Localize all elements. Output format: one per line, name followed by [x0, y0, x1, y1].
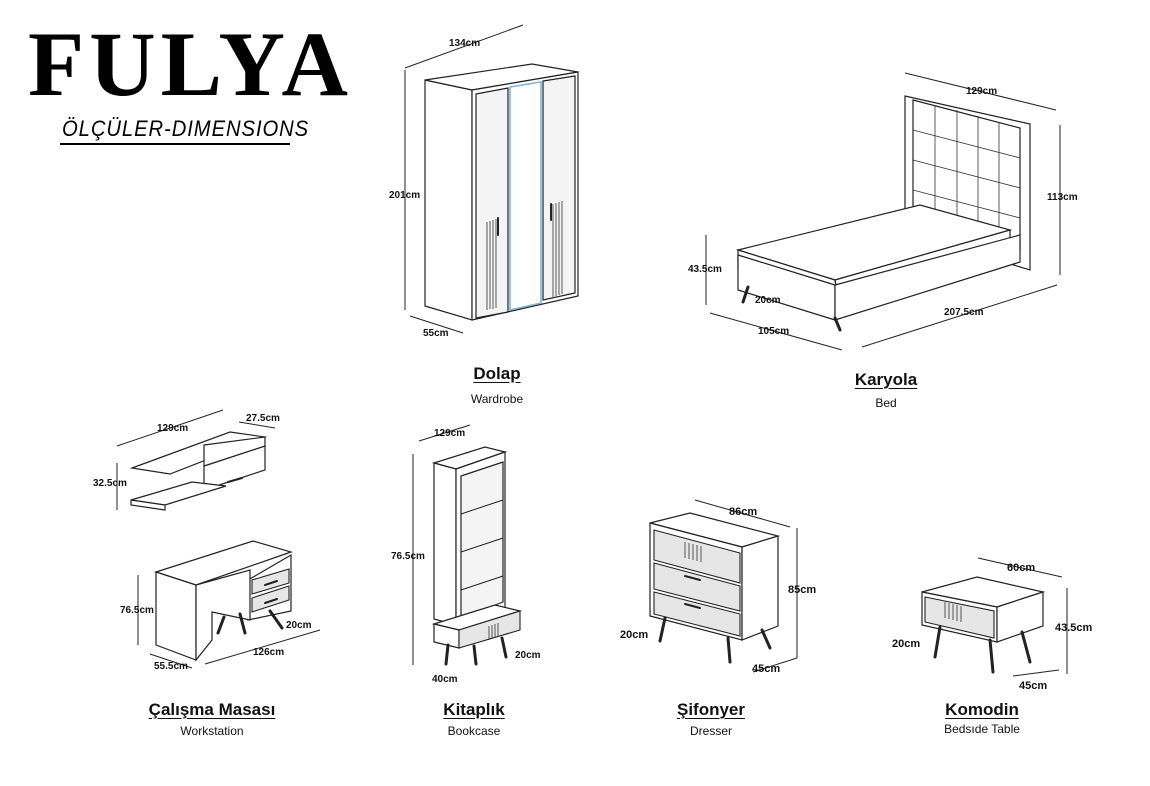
- bookcase-leg-height: 20cm: [515, 650, 541, 661]
- dresser-drawing: [649, 499, 798, 673]
- workstation-description: Workstation: [180, 724, 244, 738]
- dresser-leg-height: 20cm: [620, 629, 649, 641]
- bookcase-description: Bookcase: [447, 724, 501, 738]
- bed-drawing: [705, 72, 1061, 351]
- workstation-shelf-width: 129cm: [157, 423, 189, 434]
- nightstand-depth: 45cm: [1019, 680, 1048, 692]
- dresser-height: 85cm: [788, 584, 817, 596]
- wardrobe-depth: 55cm: [423, 328, 449, 339]
- nightstand-name: Komodin: [945, 700, 1019, 719]
- bed-depth: 105cm: [758, 326, 790, 337]
- wardrobe-name: Dolap: [473, 364, 521, 383]
- workstation-shelf-height: 32.5cm: [93, 478, 127, 489]
- subtitle-underline: [60, 143, 290, 145]
- bed-frame-height: 43.5cm: [688, 264, 722, 275]
- nightstand-description: Bedsıde Table: [944, 722, 1020, 736]
- bed-name: Karyola: [854, 370, 918, 389]
- dresser-depth: 45cm: [752, 663, 781, 675]
- bookcase-drawing: [412, 424, 523, 666]
- desk-drawing: [137, 540, 321, 669]
- dresser-width: 86cm: [729, 506, 758, 518]
- wardrobe-description: Wardrobe: [470, 392, 524, 406]
- dresser-name: Şifonyer: [676, 700, 746, 719]
- bookcase-name: Kitaplık: [443, 700, 505, 719]
- nightstand-height: 43.5cm: [1055, 622, 1093, 634]
- wardrobe-width: 134cm: [449, 38, 481, 49]
- bed-leg-height: 20cm: [755, 295, 781, 306]
- nightstand-leg-height: 20cm: [892, 638, 921, 650]
- nightstand-drawing: [921, 557, 1068, 677]
- nightstand-width: 60cm: [1007, 562, 1036, 574]
- workstation-shelf-depth: 27.5cm: [246, 413, 280, 424]
- workstation-name: Çalışma Masası: [148, 700, 276, 719]
- bed-headboard-height: 113cm: [1047, 192, 1078, 203]
- workstation-shelf-drawing: [116, 409, 276, 511]
- workstation-desk-depth: 55.5cm: [154, 661, 188, 672]
- bookcase-depth: 40cm: [432, 674, 458, 685]
- dresser-description: Dresser: [689, 724, 733, 738]
- bed-length: 207.5cm: [944, 307, 984, 318]
- bed-width: 129cm: [966, 86, 998, 97]
- workstation-desk-height: 76.5cm: [120, 605, 154, 616]
- workstation-leg-height: 20cm: [286, 620, 312, 631]
- bed-description: Bed: [875, 396, 897, 410]
- bookcase-width: 129cm: [434, 428, 466, 439]
- brand-logo: FULYA: [28, 13, 353, 115]
- bookcase-height: 76.5cm: [391, 551, 425, 562]
- page-subtitle: ÖLÇÜLER-DIMENSIONS: [62, 116, 310, 141]
- workstation-desk-width: 126cm: [253, 647, 285, 658]
- wardrobe-drawing: [404, 24, 579, 334]
- wardrobe-height: 201cm: [389, 190, 421, 201]
